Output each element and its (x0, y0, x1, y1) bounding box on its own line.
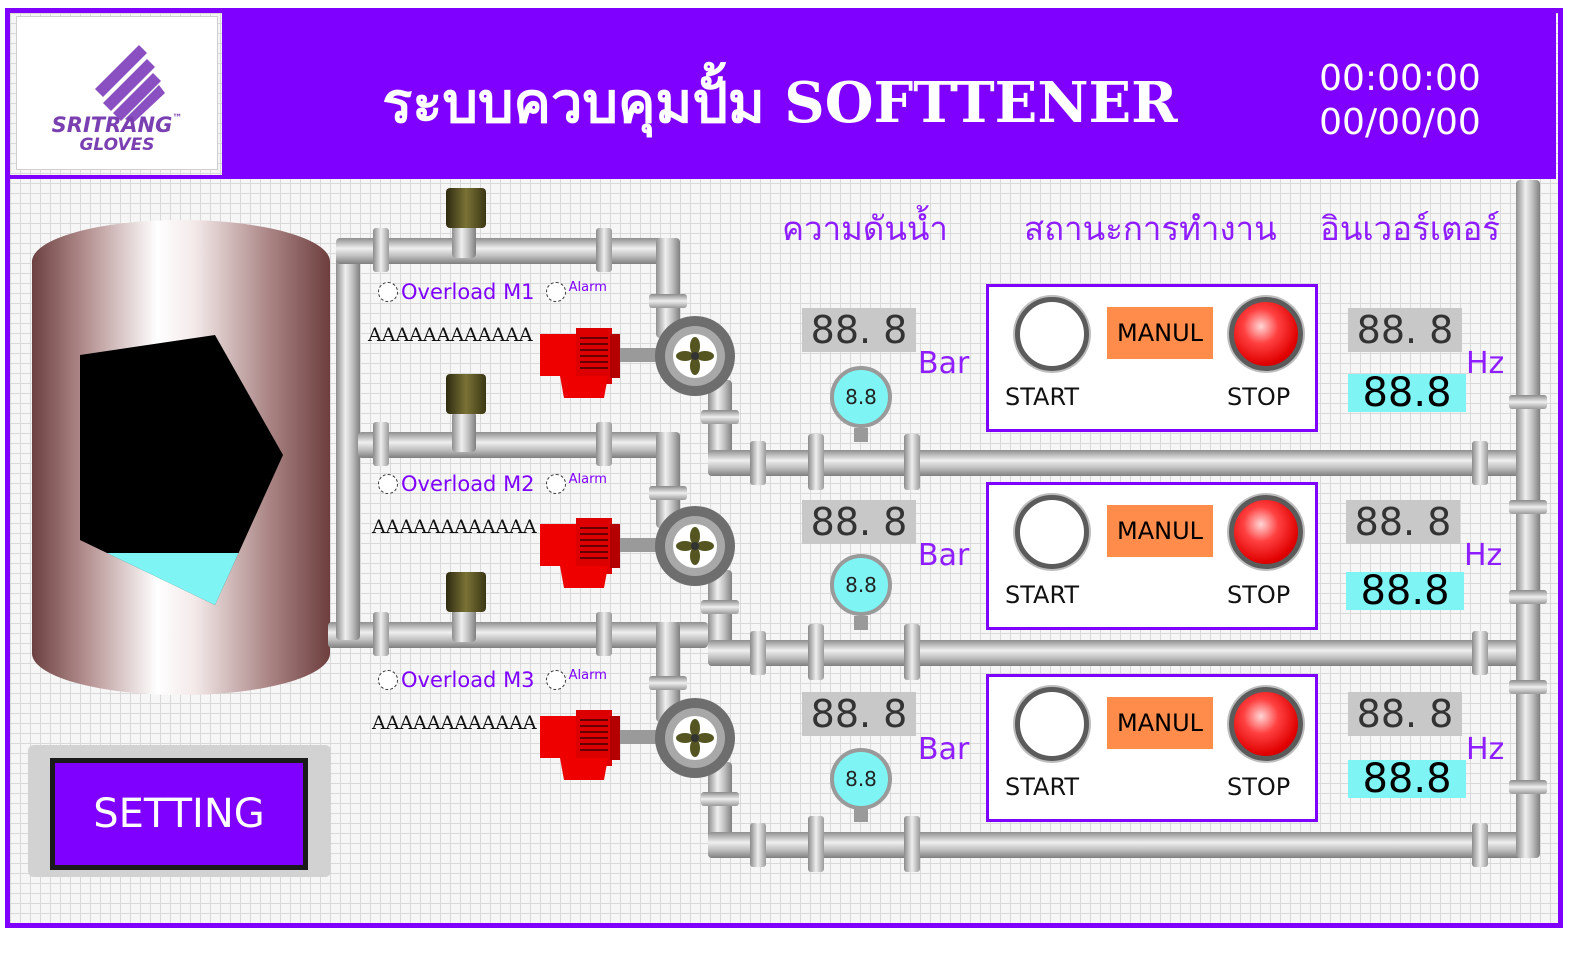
tank-water-fill (80, 553, 283, 605)
alarm-label: Alarm (568, 472, 607, 487)
setting-button[interactable]: SETTING (50, 758, 308, 870)
frequency-value-2: 88.8 (1346, 571, 1464, 611)
start-button-1[interactable] (1015, 297, 1089, 371)
frequency-value-1: 88.8 (1348, 373, 1466, 413)
alarm-label: Alarm (568, 280, 607, 295)
clock-date: 00/00/00 (1319, 102, 1481, 143)
overload-indicator-2: Overload M2 Alarm (378, 472, 607, 496)
pressure-readout-3: 88. 8 (802, 692, 916, 736)
pressure-gauge-3: 8.8 (830, 748, 892, 810)
pump-graphics (540, 315, 736, 781)
valve-icon (446, 572, 486, 612)
overload-indicator-3: Overload M3 Alarm (378, 668, 607, 692)
overload-label: Overload M3 (401, 668, 535, 692)
alarm-lamp-icon (545, 282, 566, 302)
pressure-unit-3: Bar (918, 732, 970, 767)
section-label-pressure: ความดันน้ำ (782, 209, 948, 248)
clock-time: 00:00:00 (1319, 58, 1481, 99)
start-button-2[interactable] (1015, 495, 1089, 569)
overload-lamp-icon (378, 670, 398, 690)
stop-button-1[interactable] (1229, 297, 1303, 371)
frequency-value-3: 88.8 (1348, 759, 1466, 799)
stop-label-2: STOP (1227, 581, 1291, 609)
pump-1-control-panel: MANUL START STOP (986, 284, 1318, 432)
overload-label: Overload M1 (401, 280, 535, 304)
stop-label-3: STOP (1227, 773, 1291, 801)
tank-level-indicator (80, 335, 283, 605)
pressure-gauge-1: 8.8 (830, 366, 892, 428)
pump-2-control-panel: MANUL START STOP (986, 482, 1318, 630)
valve-icon (446, 188, 486, 228)
pump-3-control-panel: MANUL START STOP (986, 674, 1318, 822)
pump-2-icon (540, 505, 736, 589)
pump-2-message: AAAAAAAAAAAA (372, 516, 537, 538)
section-label-status: สถานะการทำงาน (1024, 209, 1277, 248)
alarm-lamp-icon (545, 474, 566, 494)
section-label-inverter: อินเวอร์เตอร์ (1320, 209, 1500, 248)
frequency-readout-3: 88. 8 (1348, 692, 1462, 736)
pump-1-icon (540, 315, 736, 399)
overload-indicator-1: Overload M1 Alarm (378, 280, 607, 304)
mode-button-2[interactable]: MANUL (1107, 505, 1213, 557)
overload-lamp-icon (378, 282, 398, 302)
logo-text-line2: GLOVES (79, 135, 155, 155)
logo-text-line1: SRITRANG (51, 113, 173, 137)
mode-button-1[interactable]: MANUL (1107, 307, 1213, 359)
frequency-unit-1: Hz (1466, 346, 1505, 381)
start-button-3[interactable] (1015, 687, 1089, 761)
stop-button-3[interactable] (1229, 687, 1303, 761)
pressure-readout-1: 88. 8 (802, 308, 916, 352)
frequency-unit-2: Hz (1464, 538, 1503, 573)
header-bar (222, 13, 1556, 175)
start-label-2: START (1005, 581, 1080, 609)
alarm-label: Alarm (568, 668, 607, 683)
start-label-3: START (1005, 773, 1080, 801)
frequency-readout-2: 88. 8 (1346, 500, 1460, 544)
valve-icon (446, 374, 486, 414)
pressure-readout-2: 88. 8 (802, 500, 916, 544)
alarm-lamp-icon (545, 670, 566, 690)
frequency-unit-3: Hz (1466, 732, 1505, 767)
header-divider (10, 175, 1556, 179)
logo-trademark: ™ (172, 113, 183, 124)
overload-label: Overload M2 (401, 472, 535, 496)
start-label-1: START (1005, 383, 1080, 411)
pump-3-icon (540, 697, 736, 781)
company-logo: SRITRANG™ GLOVES (16, 16, 218, 170)
overload-lamp-icon (378, 474, 398, 494)
sritrang-logo-icon (95, 45, 165, 123)
pressure-gauge-2: 8.8 (830, 554, 892, 616)
pressure-unit-1: Bar (918, 346, 970, 381)
page-title: ระบบควบคุมปั้ม SOFTTENER (382, 70, 1178, 136)
stop-label-1: STOP (1227, 383, 1291, 411)
stop-button-2[interactable] (1229, 495, 1303, 569)
mode-button-3[interactable]: MANUL (1107, 697, 1213, 749)
pump-3-message: AAAAAAAAAAAA (372, 712, 537, 734)
pump-1-message: AAAAAAAAAAAA (368, 324, 533, 346)
frequency-readout-1: 88. 8 (1348, 308, 1462, 352)
pressure-unit-2: Bar (918, 538, 970, 573)
